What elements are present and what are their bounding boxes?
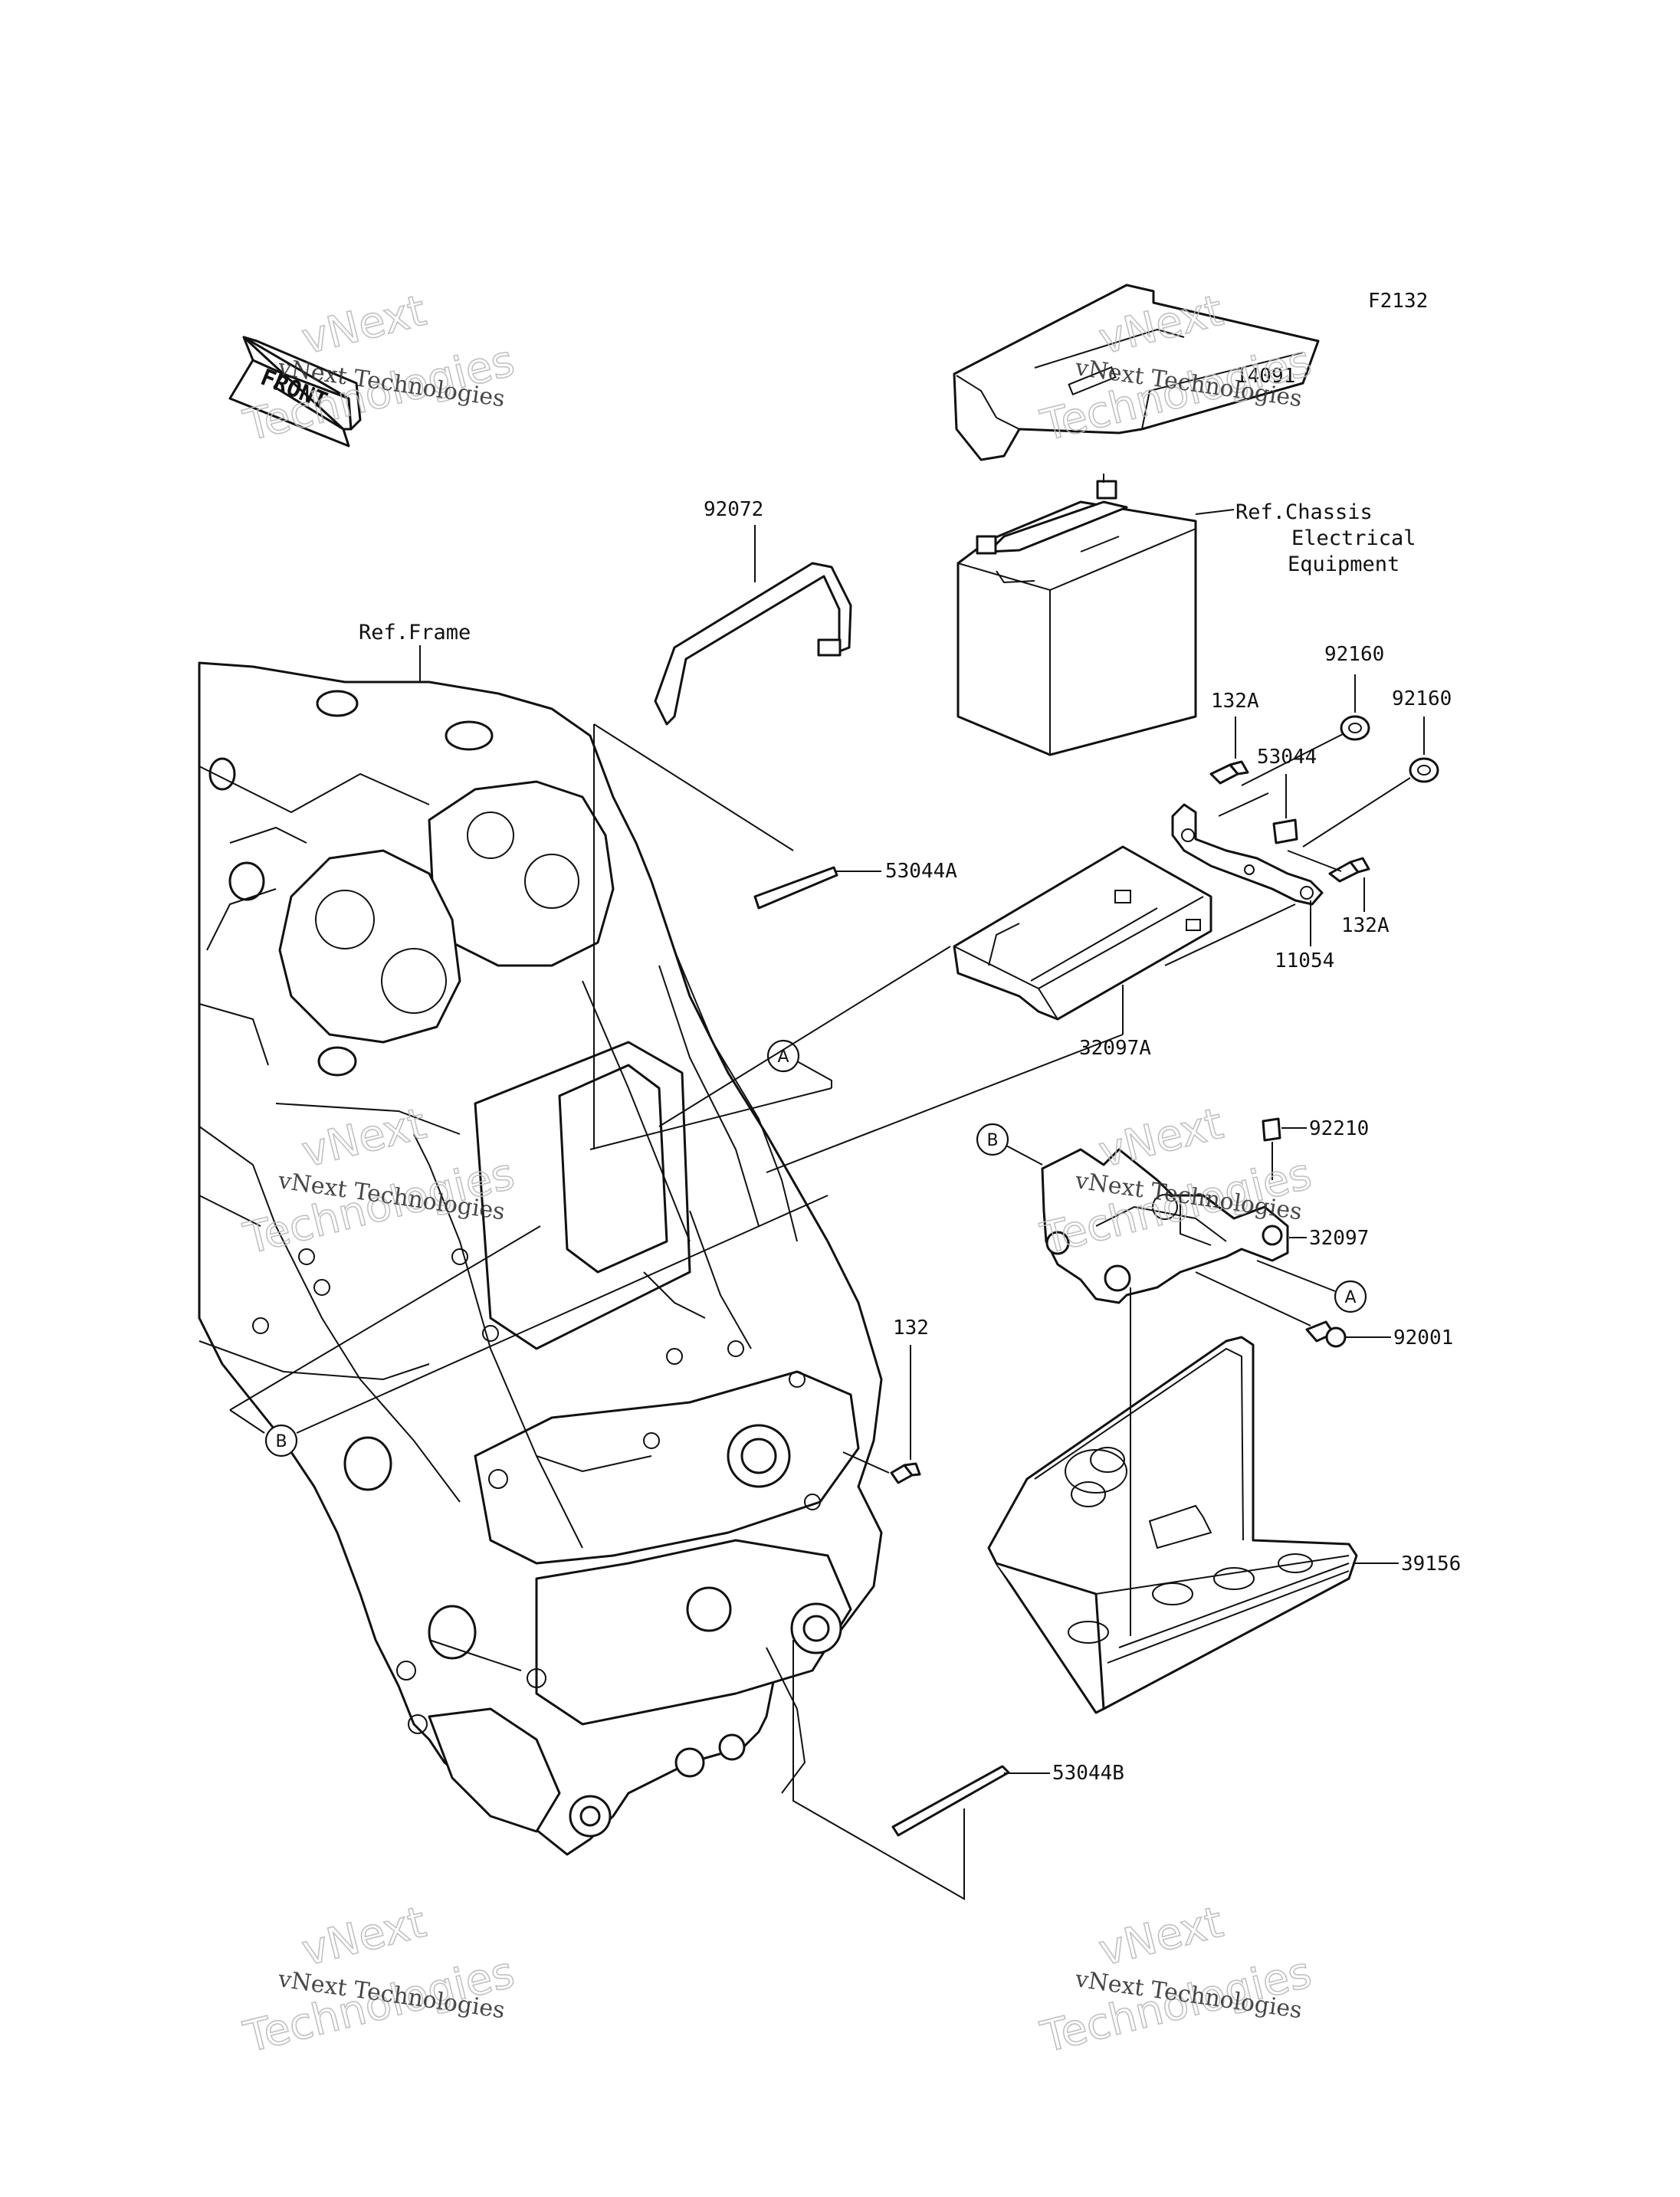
label-132: 132	[893, 1317, 929, 1340]
watermark-bottom-right: vNext Technologies vNext Technologies	[1035, 1897, 1317, 2063]
svg-text:A: A	[1344, 1288, 1356, 1307]
marker-b-right: B	[976, 1123, 1009, 1156]
label-11054: 11054	[1275, 949, 1334, 972]
ref-chassis-line2: Electrical	[1291, 526, 1416, 550]
washer-92160-a	[1340, 715, 1370, 741]
svg-text:vNext: vNext	[1094, 1099, 1228, 1178]
label-92072: 92072	[704, 498, 763, 521]
battery-tray-32097A	[953, 845, 1212, 1021]
svg-text:vNext: vNext	[297, 1897, 431, 1976]
svg-text:B: B	[986, 1131, 998, 1150]
label-39156: 39156	[1401, 1553, 1461, 1576]
ref-chassis-line1: Ref.Chassis	[1235, 500, 1373, 524]
washer-92160-b	[1409, 757, 1439, 783]
label-32097A: 32097A	[1079, 1037, 1151, 1060]
diagram-code: F2132	[1368, 290, 1428, 313]
pad-53044A	[753, 866, 838, 910]
label-92160-b: 92160	[1392, 687, 1452, 710]
label-53044A: 53044A	[885, 860, 957, 883]
bracket-11054	[1171, 803, 1324, 906]
bolt-92001	[1305, 1320, 1347, 1348]
battery-cover-14091	[953, 284, 1320, 461]
label-132A-bottom: 132A	[1341, 914, 1390, 937]
battery-cover-39156	[987, 1336, 1358, 1714]
clip-92210	[1262, 1117, 1281, 1142]
bracket-32097	[1041, 1148, 1289, 1304]
label-53044: 53044	[1257, 746, 1317, 769]
bolt-132A-top	[1209, 760, 1249, 785]
label-32097: 32097	[1309, 1227, 1369, 1250]
spacer-53044	[1272, 818, 1298, 844]
pad-53044B	[891, 1765, 1010, 1837]
label-92160-a: 92160	[1324, 643, 1384, 666]
label-92001: 92001	[1393, 1326, 1453, 1349]
watermark-top-left: vNext Technologies vNext Technologies	[238, 285, 520, 451]
bolt-132	[890, 1462, 921, 1484]
svg-text:B: B	[275, 1432, 287, 1451]
label-14091: 14091	[1235, 365, 1295, 388]
bolt-132A-bottom	[1328, 857, 1370, 883]
label-132A-top: 132A	[1211, 690, 1259, 713]
battery-strap-92072	[654, 562, 852, 726]
battery	[956, 474, 1197, 756]
ref-chassis-line3: Equipment	[1288, 553, 1399, 576]
watermark-bottom-left: vNext Technologies vNext Technologies	[238, 1897, 520, 2063]
marker-b-left: B	[264, 1424, 298, 1458]
marker-a-right: A	[1334, 1280, 1367, 1313]
svg-text:vNext: vNext	[297, 286, 431, 365]
main-frame	[198, 661, 883, 1856]
label-92210: 92210	[1309, 1117, 1369, 1140]
svg-text:vNext: vNext	[1094, 1897, 1228, 1976]
label-53044B: 53044B	[1052, 1762, 1124, 1785]
ref-frame: Ref.Frame	[359, 621, 471, 644]
